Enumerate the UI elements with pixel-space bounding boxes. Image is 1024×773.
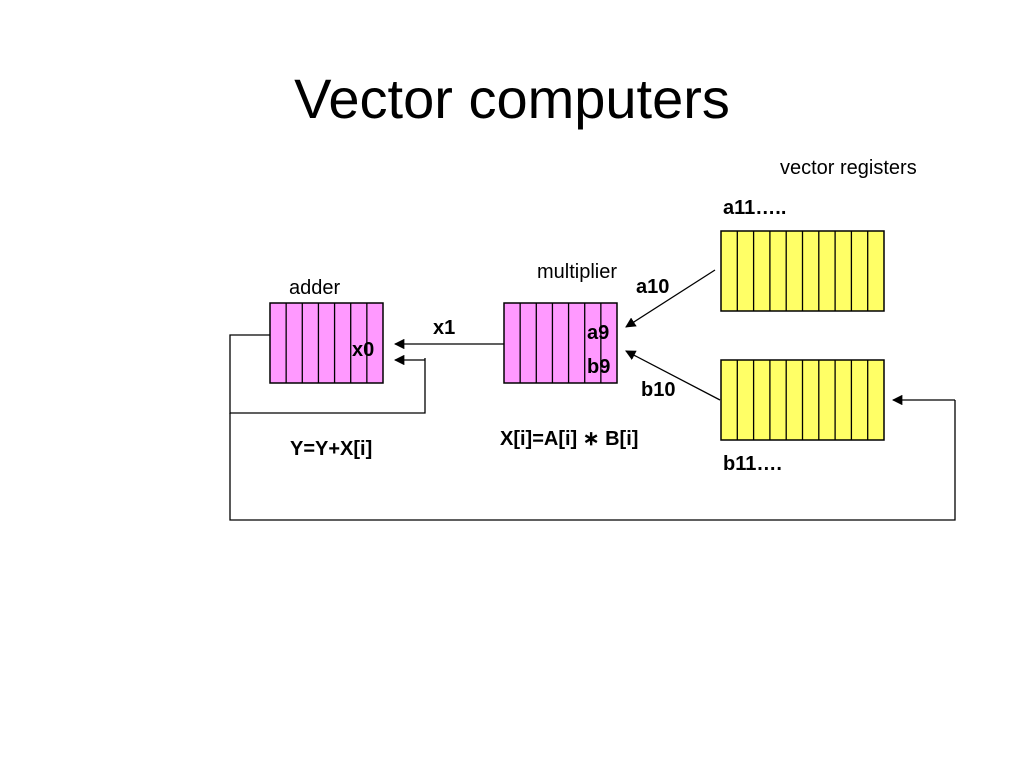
register-a-label: a11….. (723, 197, 786, 219)
multiplier-label: multiplier (537, 261, 617, 283)
arrow-register-b-to-multiplier (625, 350, 721, 401)
multiplier-formula: X[i]=A[i] ∗ B[i] (500, 428, 638, 450)
register-b-label: b11…. (723, 453, 782, 475)
adder-x0-label: x0 (352, 339, 374, 361)
vector-register-b (720, 359, 885, 441)
arrow-register-a-to-multiplier (625, 269, 716, 328)
adder-formula: Y=Y+X[i] (290, 438, 372, 460)
multiplier-a9-label: a9 (587, 322, 609, 344)
multiplier-b9-label: b9 (587, 356, 610, 378)
slide-title: Vector computers (294, 67, 730, 130)
result-loop-line (229, 400, 956, 521)
adder-pipeline (269, 302, 384, 384)
adder-label: adder (289, 277, 340, 299)
multiplier-pipeline (503, 302, 618, 384)
b10-label: b10 (641, 379, 675, 401)
a10-label: a10 (636, 276, 669, 298)
vector-registers-label: vector registers (780, 157, 917, 179)
x1-label: x1 (433, 317, 455, 339)
vector-register-a (720, 230, 885, 312)
